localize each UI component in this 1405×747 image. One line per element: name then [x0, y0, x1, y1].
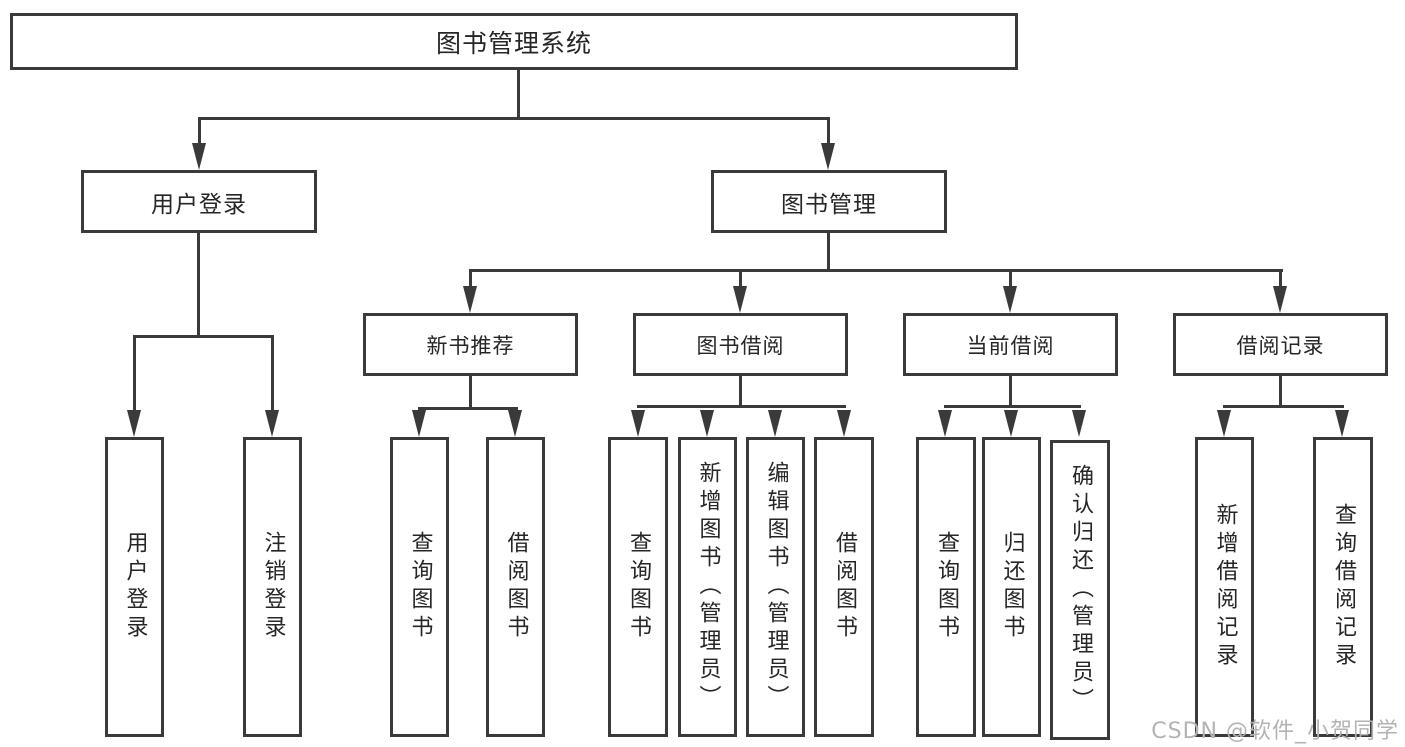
arrow-down-icon	[1273, 286, 1287, 313]
arrow-down-icon	[733, 286, 747, 313]
node-book-borrowing: 图书借阅	[633, 313, 848, 376]
leaf-label: 归还图书	[999, 531, 1025, 643]
connector-line	[418, 407, 518, 410]
leaf-borrow-books: 借阅图书	[814, 437, 874, 737]
connector-line	[469, 376, 472, 410]
leaf-add-books-admin: 新增图书（管理员）	[678, 437, 737, 737]
arrow-down-icon	[1217, 410, 1231, 437]
node-library-management-system: 图书管理系统	[10, 13, 1018, 70]
arrow-down-icon	[463, 286, 477, 313]
arrow-down-icon	[1072, 410, 1086, 437]
leaf-logout: 注销登录	[243, 437, 302, 737]
leaf-label: 注销登录	[260, 531, 286, 643]
arrow-down-icon	[1004, 410, 1018, 437]
node-label: 图书借阅	[696, 333, 785, 358]
arrow-down-icon	[1335, 410, 1349, 437]
arrow-down-icon	[412, 410, 426, 437]
leaf-label: 借阅图书	[503, 531, 529, 643]
leaf-label: 确认归还（管理员）	[1068, 464, 1093, 716]
leaf-label: 查询图书	[626, 531, 651, 643]
connector-line	[1279, 376, 1282, 408]
arrow-down-icon	[631, 410, 645, 437]
node-user-login: 用户登录	[81, 170, 317, 233]
arrow-down-icon	[700, 410, 714, 437]
node-label: 当前借阅	[966, 333, 1055, 358]
connector-line	[637, 405, 846, 408]
leaf-label: 借阅图书	[832, 531, 857, 643]
leaf-edit-books-admin: 编辑图书（管理员）	[746, 437, 805, 737]
leaf-label: 查询借阅记录	[1331, 503, 1356, 671]
node-borrowing-records: 借阅记录	[1173, 313, 1388, 376]
connector-line	[1009, 376, 1012, 408]
connector-line	[133, 335, 274, 338]
connector-line	[469, 269, 1283, 272]
leaf-borrow-books: 借阅图书	[486, 437, 545, 737]
connector-line	[739, 376, 742, 408]
leaf-label: 新增借阅记录	[1212, 503, 1238, 671]
connector-line	[827, 117, 830, 147]
arrow-down-icon	[938, 410, 952, 437]
connector-line	[198, 117, 830, 120]
node-label: 图书管理系统	[435, 28, 592, 58]
node-label: 图书管理	[781, 191, 877, 218]
csdn-watermark: CSDN @软件_小贺同学	[1151, 719, 1399, 744]
leaf-label: 查询图书	[934, 531, 959, 643]
leaf-query-borrow-record: 查询借阅记录	[1313, 437, 1373, 737]
node-label: 新书推荐	[426, 333, 515, 358]
connector-line	[198, 117, 201, 147]
arrow-down-icon	[192, 143, 206, 170]
connector-line	[517, 69, 520, 119]
connector-line	[469, 269, 472, 289]
connector-line	[1279, 269, 1282, 289]
arrow-down-icon	[265, 410, 279, 437]
leaf-label: 编辑图书（管理员）	[763, 461, 789, 713]
connector-line	[1009, 269, 1012, 289]
arrow-down-icon	[1003, 286, 1017, 313]
arrow-down-icon	[768, 410, 782, 437]
connector-line	[133, 335, 136, 413]
node-label: 用户登录	[151, 191, 247, 218]
connector-line	[827, 233, 830, 272]
leaf-query-books: 查询图书	[916, 437, 976, 737]
arrow-down-icon	[821, 143, 835, 170]
connector-line	[739, 269, 742, 289]
leaf-return-books: 归还图书	[982, 437, 1041, 737]
connector-line	[1223, 405, 1344, 408]
node-current-borrowing: 当前借阅	[903, 313, 1118, 376]
leaf-label: 用户登录	[122, 531, 148, 643]
connector-line	[197, 233, 200, 338]
leaf-query-books: 查询图书	[390, 437, 449, 737]
leaf-label: 新增图书（管理员）	[695, 461, 721, 713]
leaf-confirm-return-admin: 确认归还（管理员）	[1050, 440, 1110, 740]
leaf-user-login: 用户登录	[105, 437, 164, 737]
connector-line	[271, 335, 274, 413]
connector-line	[944, 405, 1081, 408]
node-label: 借阅记录	[1236, 333, 1325, 358]
arrow-down-icon	[127, 410, 141, 437]
leaf-query-books: 查询图书	[608, 437, 668, 737]
arrow-down-icon	[837, 410, 851, 437]
node-book-management: 图书管理	[711, 170, 947, 233]
arrow-down-icon	[508, 410, 522, 437]
node-new-book-recommendation: 新书推荐	[363, 313, 578, 376]
leaf-label: 查询图书	[407, 531, 433, 643]
leaf-add-borrow-record: 新增借阅记录	[1195, 437, 1254, 737]
